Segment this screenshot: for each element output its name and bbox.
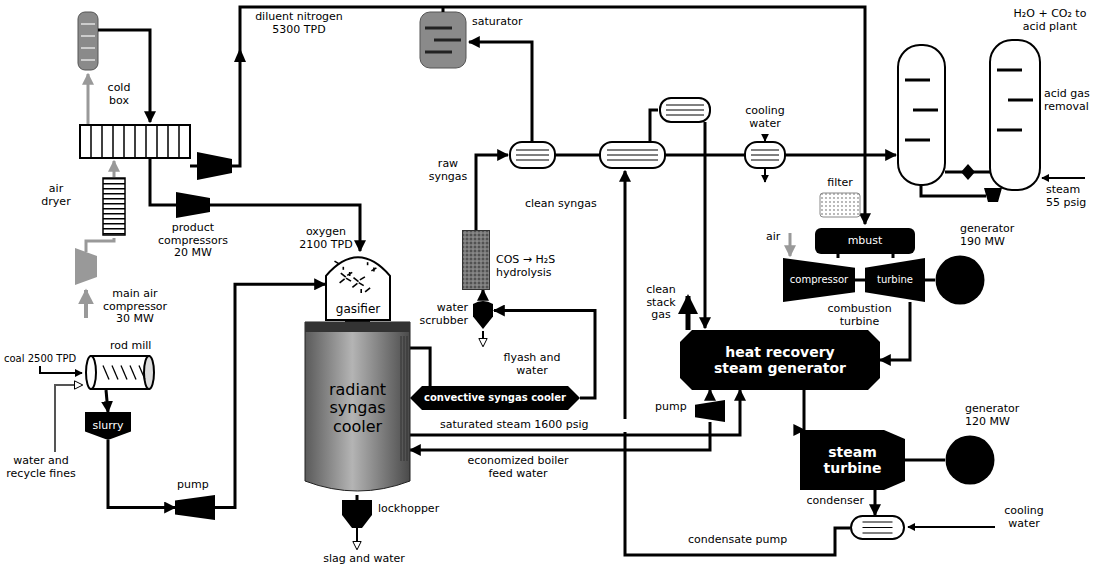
rod-mill-outline bbox=[85, 355, 155, 390]
air-separation-piping bbox=[86, 7, 865, 318]
generator: generator 190 MW bbox=[935, 255, 985, 305]
gt-turbine: turbine bbox=[865, 258, 925, 302]
diagram-label: cooling water bbox=[733, 105, 797, 130]
diagram-label: oxygen 2100 TPD bbox=[296, 226, 356, 251]
slurry-tank-label: slurry bbox=[88, 420, 128, 433]
gt-compressor-label: compressor bbox=[786, 274, 852, 286]
pipe-connector bbox=[494, 311, 595, 399]
combustor-label: mbust bbox=[825, 235, 905, 248]
pipe-connector bbox=[482, 290, 485, 300]
hydrolysis-reactor-outline bbox=[462, 230, 490, 290]
pipe-connector bbox=[108, 440, 175, 508]
air-filter bbox=[820, 193, 860, 217]
steam-turbine: steam turbine bbox=[800, 430, 905, 490]
condenser-label: condenser bbox=[800, 495, 864, 508]
radiant-cooler: radiant syngas cooler bbox=[305, 322, 410, 495]
steam-cycle-piping bbox=[625, 171, 995, 555]
diagram-label: water and recycle fines bbox=[4, 455, 78, 480]
diagram-label: clean syngas bbox=[525, 198, 605, 211]
gt-turbine-label: turbine bbox=[869, 274, 921, 286]
diagram-label: raw syngas bbox=[426, 158, 470, 183]
hydrolysis-reactor: COS → H₂S hydrolysis bbox=[462, 230, 490, 290]
water-scrubber-label: water scrubber bbox=[412, 302, 468, 327]
diagram-label: saturator bbox=[472, 16, 532, 29]
product-compressor bbox=[176, 192, 210, 218]
diagram-label: steam 55 psig bbox=[1046, 184, 1092, 209]
diagram-label: cooling water bbox=[998, 505, 1050, 530]
diagram-label: acid gas removal bbox=[1044, 88, 1090, 113]
diagram-label: air bbox=[766, 231, 786, 244]
main-heat-exchanger bbox=[80, 125, 190, 158]
saturator-vessel bbox=[420, 7, 532, 142]
rod-mill: rod mill bbox=[85, 355, 155, 390]
heat-recovery-steam-generator-label: heat recovery steam generator bbox=[710, 344, 850, 376]
diagram-label: condensate pump bbox=[688, 534, 798, 547]
slurry-pump: pump bbox=[175, 495, 215, 520]
feedwater-pump-outline bbox=[695, 400, 725, 422]
gasifier-vessel: gasifier bbox=[325, 255, 391, 320]
diagram-label: clean stack gas bbox=[638, 284, 684, 322]
air-dryer bbox=[103, 178, 125, 235]
rod-mill-label: rod mill bbox=[110, 340, 162, 353]
diagram-label: air dryer bbox=[34, 183, 78, 208]
pipe-connector bbox=[874, 490, 877, 515]
diagram-label: lockhopper bbox=[378, 503, 448, 516]
condenser-outline bbox=[850, 515, 905, 540]
diagram-label: diluent nitrogen 5300 TPD bbox=[244, 11, 354, 36]
heat-recovery-steam-generator: heat recovery steam generator bbox=[680, 330, 880, 390]
cold-box bbox=[78, 12, 98, 70]
diagram-label: cold box bbox=[100, 82, 138, 107]
pipe-connector bbox=[709, 390, 712, 400]
diagram-label: H₂O + CO₂ to acid plant bbox=[1008, 8, 1092, 33]
pipe-connector bbox=[410, 348, 430, 386]
slurry-pump-label: pump bbox=[177, 479, 213, 492]
syngas-train bbox=[476, 98, 896, 328]
convective-cooler: convective syngas cooler bbox=[410, 386, 580, 410]
pipe-connector bbox=[925, 279, 935, 282]
convective-cooler-label: convective syngas cooler bbox=[420, 392, 570, 404]
generator-outline bbox=[945, 435, 995, 485]
diagram-label: product compressors 20 MW bbox=[150, 222, 236, 260]
stream-label: saturated steam 1600 psig bbox=[440, 419, 630, 432]
pipe-connector bbox=[106, 390, 108, 412]
radiant-cooler-label: radiant syngas cooler bbox=[312, 381, 404, 436]
diagram-label: combustion turbine bbox=[822, 303, 897, 328]
diagram-label: slag and water bbox=[314, 553, 414, 566]
slurry-tank: slurry bbox=[85, 412, 131, 440]
generator: generator 120 MW bbox=[945, 435, 995, 485]
feedwater-pump-label: pump bbox=[655, 401, 691, 414]
generator-outline bbox=[935, 255, 985, 305]
water-scrubber-outline bbox=[472, 300, 494, 330]
condenser: condenser bbox=[850, 515, 905, 540]
water-scrubber: water scrubber bbox=[472, 300, 494, 330]
acid-gas-columns bbox=[898, 40, 1085, 202]
hydrolysis-reactor-label: COS → H₂S hydrolysis bbox=[496, 254, 572, 279]
generator-label: generator 120 MW bbox=[965, 403, 1029, 428]
slurry-pump-outline bbox=[175, 495, 215, 520]
gasifier-vessel-label: gasifier bbox=[328, 303, 388, 317]
diagram-label: filter bbox=[820, 177, 860, 190]
stream-label: economized boiler feed water bbox=[466, 455, 570, 480]
steam-turbine-label: steam turbine bbox=[814, 444, 892, 476]
diagram-label: main air compressor 30 MW bbox=[95, 288, 175, 326]
feedwater-pump: pump bbox=[695, 400, 725, 422]
generator-label: generator 190 MW bbox=[960, 223, 1024, 248]
combustor: mbust bbox=[815, 228, 915, 254]
diagram-label: flyash and water bbox=[500, 352, 564, 377]
pipe-connector bbox=[905, 459, 945, 462]
diagram-label: coal 2500 TPD bbox=[4, 353, 86, 365]
pipe-connector bbox=[803, 390, 806, 430]
gt-compressor: compressor bbox=[783, 258, 855, 302]
main-air-compressor bbox=[75, 248, 97, 285]
nitrogen-compressor bbox=[197, 48, 246, 180]
